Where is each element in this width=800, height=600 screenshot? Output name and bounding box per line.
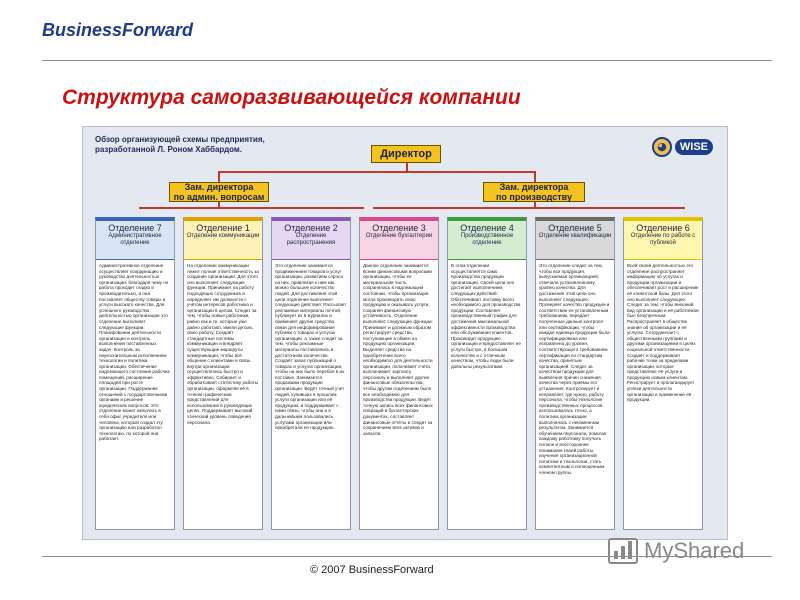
department-description: В этом отделении осуществляется само про… — [448, 259, 526, 529]
department-description: Административное отделение осуществляет … — [96, 259, 174, 529]
department-name: Отделение 4 — [460, 223, 514, 233]
chart-title-line2: разработанной Л. Роном Хаббардом. — [95, 145, 243, 154]
copyright: © 2007 BusinessForward — [310, 564, 434, 576]
director-box: Директор — [371, 145, 441, 163]
connector-director-down — [406, 163, 408, 173]
deputy-admin-line2: по админ. вопросам — [173, 192, 265, 202]
department-subtitle: Отделение квалификации — [538, 233, 612, 239]
chart-title-line1: Обзор организующей схемы предприятия, — [95, 135, 265, 144]
bottom-divider — [42, 556, 772, 557]
deputy-admin-box: Зам. директора по админ. вопросам — [169, 182, 269, 202]
department-name: Отделение 5 — [548, 223, 602, 233]
department-description: Это отделение занимается продвижением то… — [272, 259, 350, 529]
department-name: Отделение 1 — [196, 223, 250, 233]
department-name: Отделение 2 — [284, 223, 338, 233]
deputy-admin-line1: Зам. директора — [184, 181, 254, 192]
department-name: Отделение 3 — [372, 223, 426, 233]
connector-to-prod — [534, 171, 536, 183]
department-description: На отделении коммуникации лежит полная о… — [184, 259, 262, 529]
tiger-icon: ◕ — [651, 137, 672, 157]
department-name: Отделение 7 — [108, 223, 162, 233]
org-chart: Обзор организующей схемы предприятия, ра… — [82, 126, 728, 540]
department-name: Отделение 6 — [636, 223, 690, 233]
connector-admin-down — [218, 202, 220, 208]
connector-prod-down — [534, 202, 536, 208]
connector-admin-horizontal — [139, 207, 364, 209]
department-subtitle: Отделение по работе с публикой — [630, 233, 696, 246]
department-description: Это отделение следит за тем, чтобы вся п… — [536, 259, 614, 529]
watermark-text: MyShared — [644, 538, 745, 563]
top-divider — [42, 60, 772, 61]
logo-text: WISE — [674, 139, 713, 155]
deputy-prod-box: Зам. директора по производству — [483, 182, 585, 202]
connector-director-horizontal — [218, 171, 536, 173]
connector-prod-horizontal — [373, 207, 685, 209]
chart-logo-icon — [608, 538, 638, 564]
brand-name: BusinessForward — [42, 20, 194, 40]
department-description: Всей своей деятельностью это отделение р… — [624, 259, 702, 529]
wise-logo: ◕ WISE — [651, 137, 713, 157]
department-subtitle: Отделение коммуникации — [186, 233, 260, 239]
page-title: Структура саморазвивающейся компании — [62, 86, 521, 109]
chart-title: Обзор организующей схемы предприятия, ра… — [95, 135, 265, 155]
deputy-prod-line1: Зам. директора — [499, 181, 569, 192]
department-subtitle: Отделение распространения — [286, 233, 336, 246]
department-description: Данное отделение занимается всеми финанс… — [360, 259, 438, 529]
watermark: MyShared — [608, 538, 744, 564]
department-subtitle: Административное отделение — [108, 233, 162, 246]
department-subtitle: Производственное отделение — [460, 233, 514, 246]
department-subtitle: Отделение бухгалтерии — [365, 233, 433, 239]
deputy-prod-line2: по производству — [496, 192, 572, 202]
connector-to-admin — [218, 171, 220, 183]
